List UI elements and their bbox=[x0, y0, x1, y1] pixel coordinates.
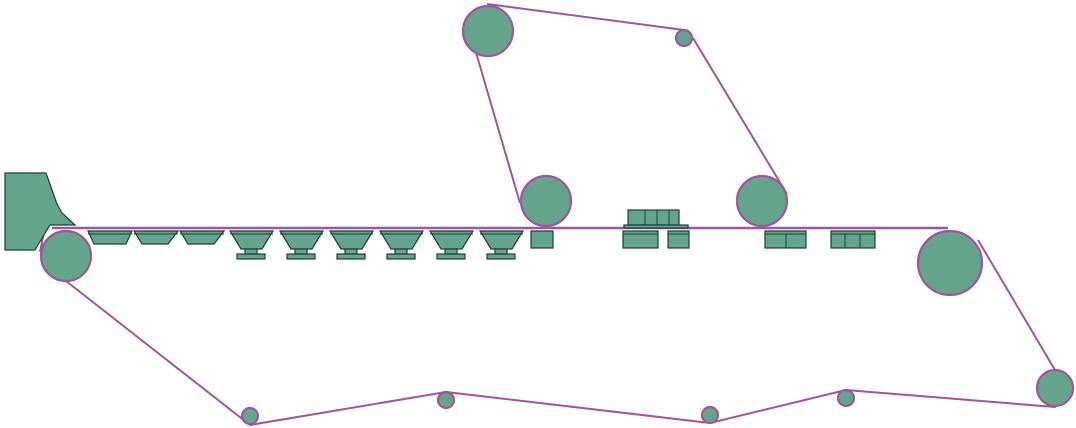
foil-unit bbox=[378, 230, 425, 260]
headbox bbox=[4, 172, 77, 251]
foil-icon bbox=[378, 230, 425, 250]
top-suction-box-strip bbox=[623, 224, 689, 229]
forming-board bbox=[87, 230, 133, 245]
foil-stem bbox=[444, 248, 458, 255]
return-roll bbox=[836, 388, 856, 408]
couch-roll bbox=[916, 229, 984, 297]
top-suction-box bbox=[627, 209, 680, 226]
wire-turning-roll bbox=[1035, 368, 1075, 408]
forming-boards bbox=[87, 230, 226, 245]
foil-icon bbox=[478, 230, 525, 250]
top-wire-forming-roll bbox=[519, 174, 573, 228]
forming-board-icon bbox=[132, 230, 180, 245]
foil-stem bbox=[294, 248, 308, 255]
suction-box-icon bbox=[830, 230, 876, 249]
foil-base bbox=[386, 253, 416, 260]
bottom-wire-return-run bbox=[65, 239, 1056, 426]
top-wire-loop bbox=[469, 3, 788, 229]
suction-box-double bbox=[764, 230, 807, 249]
foil-unit bbox=[228, 230, 275, 260]
foil-stem bbox=[494, 248, 508, 255]
top-wire-path bbox=[469, 3, 788, 229]
suction-box-icon bbox=[622, 230, 659, 249]
top-wire-roll-upper-left bbox=[461, 4, 515, 58]
foil-units bbox=[228, 230, 525, 260]
return-roll bbox=[436, 390, 456, 410]
foil-base bbox=[286, 253, 316, 260]
suction-box-divider bbox=[765, 233, 806, 248]
forming-board-icon bbox=[178, 230, 226, 245]
return-roll bbox=[700, 405, 720, 425]
return-rolls bbox=[240, 368, 1075, 426]
return-roll bbox=[240, 406, 260, 426]
foil-base bbox=[436, 253, 466, 260]
foil-base bbox=[486, 253, 516, 260]
forming-board bbox=[132, 230, 180, 245]
top-suction-unit bbox=[623, 209, 689, 229]
suction-box-icon bbox=[667, 230, 690, 249]
top-wire-guide-roll bbox=[674, 28, 694, 48]
suction-box-pair bbox=[622, 230, 690, 249]
bottom-wire-loop bbox=[39, 226, 1056, 426]
foil-stem bbox=[394, 248, 408, 255]
top-wire-turning-roll bbox=[735, 174, 789, 228]
foil-unit bbox=[428, 230, 475, 260]
foil-stem bbox=[344, 248, 358, 255]
forming-board-icon bbox=[87, 230, 133, 245]
foil-icon bbox=[228, 230, 275, 250]
foil-icon bbox=[278, 230, 325, 250]
foil-base bbox=[236, 253, 266, 260]
foil-unit bbox=[478, 230, 525, 260]
top-wire-rolls bbox=[461, 4, 789, 228]
foil-icon bbox=[428, 230, 475, 250]
suction-box-divider bbox=[831, 233, 875, 248]
forming-board bbox=[178, 230, 226, 245]
breast-roll bbox=[39, 229, 93, 283]
suction-boxes bbox=[530, 209, 876, 249]
foil-base bbox=[336, 253, 366, 260]
foil-unit bbox=[278, 230, 325, 260]
foil-unit bbox=[328, 230, 375, 260]
foil-icon bbox=[328, 230, 375, 250]
top-suction-box-dividers bbox=[644, 210, 670, 225]
suction-box-icon bbox=[530, 230, 554, 249]
suction-box-triple bbox=[830, 230, 876, 249]
headbox-icon bbox=[4, 172, 77, 251]
foil-stem bbox=[244, 248, 258, 255]
